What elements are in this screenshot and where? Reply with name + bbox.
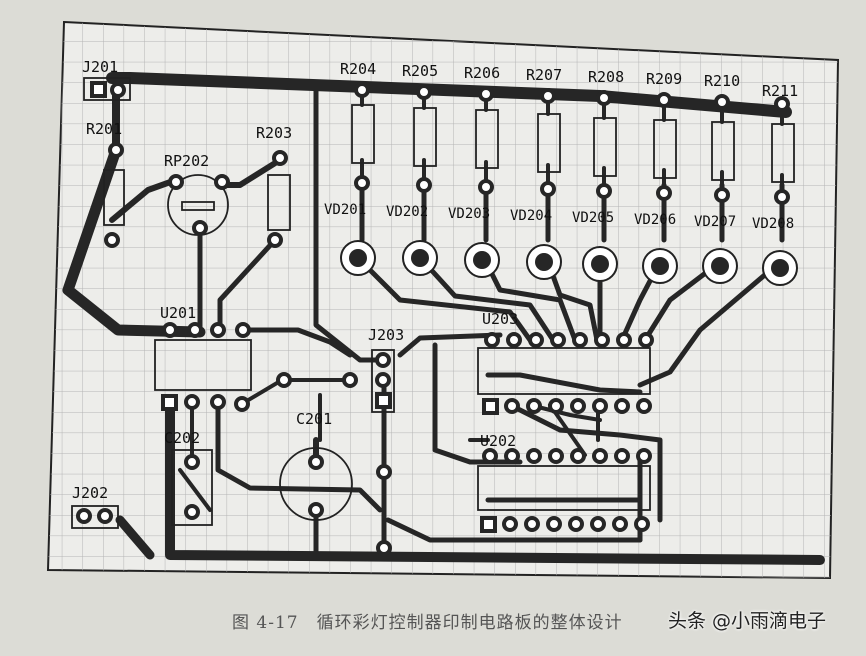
j203-outline xyxy=(371,349,395,413)
label-r208: R208 xyxy=(588,68,624,86)
component-labels: J201 R201 RP202 R203 U201 C202 C201 J203… xyxy=(72,58,798,502)
led-vd207 xyxy=(702,248,738,284)
label-vd205: VD205 xyxy=(572,210,614,226)
r204-body xyxy=(351,104,375,164)
r209-body xyxy=(653,119,677,179)
led-vd208 xyxy=(762,250,798,286)
label-vd203: VD203 xyxy=(448,206,490,222)
r206-body xyxy=(475,109,499,169)
j201-outline xyxy=(83,77,131,101)
r203-body xyxy=(267,174,291,231)
figure-title: 循环彩灯控制器印制电路板的整体设计 xyxy=(316,613,623,633)
label-vd208: VD208 xyxy=(752,216,794,232)
led-vd205 xyxy=(582,246,618,282)
watermark: 头条 @小雨滴电子 xyxy=(668,610,827,632)
label-vd206: VD206 xyxy=(634,212,676,228)
u203-body xyxy=(477,347,651,395)
label-r204: R204 xyxy=(340,60,376,78)
r211-body xyxy=(771,123,795,183)
led-vd201 xyxy=(340,240,376,276)
label-u201: U201 xyxy=(160,304,196,322)
label-c201: C201 xyxy=(296,410,332,428)
led-vd202 xyxy=(402,240,438,276)
c202-body xyxy=(171,449,213,526)
label-u202: U202 xyxy=(480,432,516,450)
label-r205: R205 xyxy=(402,62,438,80)
label-r203: R203 xyxy=(256,124,292,142)
u201-body xyxy=(154,339,252,391)
figure-number: 图 4-17 xyxy=(232,613,299,633)
led-vd206 xyxy=(642,248,678,284)
led-vd203 xyxy=(464,242,500,278)
j202-outline xyxy=(71,505,119,529)
label-j201: J201 xyxy=(82,58,118,76)
r201-body xyxy=(103,169,125,226)
label-r210: R210 xyxy=(704,72,740,90)
label-rp202: RP202 xyxy=(164,152,209,170)
label-vd201: VD201 xyxy=(324,202,366,218)
c201-body xyxy=(279,447,353,521)
label-r207: R207 xyxy=(526,66,562,84)
label-vd202: VD202 xyxy=(386,204,428,220)
label-j202: J202 xyxy=(72,484,108,502)
label-vd204: VD204 xyxy=(510,208,552,224)
r208-body xyxy=(593,117,617,177)
r205-body xyxy=(413,107,437,167)
component-outlines xyxy=(71,77,795,529)
u202-body xyxy=(477,465,651,511)
label-vd207: VD207 xyxy=(694,214,736,230)
label-c202: C202 xyxy=(164,429,200,447)
r210-body xyxy=(711,121,735,181)
rp202-wiper xyxy=(181,201,215,211)
leds xyxy=(340,240,798,286)
label-u203: U203 xyxy=(482,310,518,328)
label-r206: R206 xyxy=(464,64,500,82)
figure-caption: 图 4-17 循环彩灯控制器印制电路板的整体设计 xyxy=(232,608,623,633)
label-r211: R211 xyxy=(762,82,798,100)
pads xyxy=(76,81,790,556)
label-r209: R209 xyxy=(646,70,682,88)
label-r201: R201 xyxy=(86,120,122,138)
led-vd204 xyxy=(526,244,562,280)
label-j203: J203 xyxy=(368,326,404,344)
r207-body xyxy=(537,113,561,173)
